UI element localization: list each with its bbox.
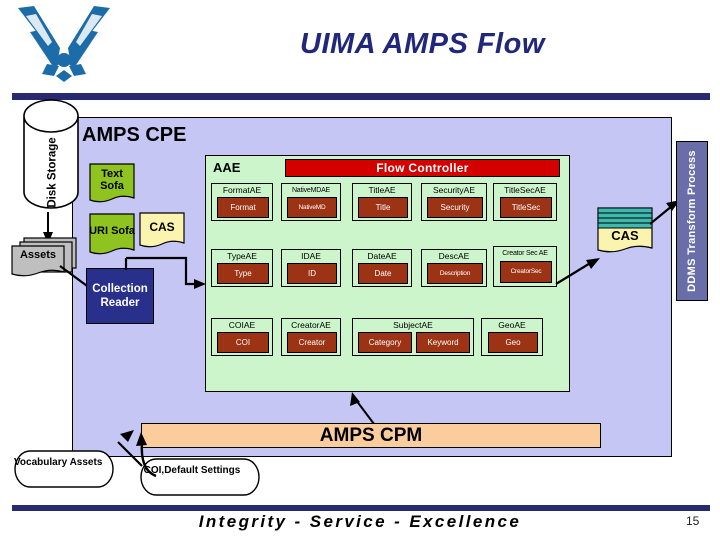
- cas-left-label: CAS: [149, 220, 175, 234]
- assets-stack: [11, 237, 77, 277]
- ae-cell-typeae[interactable]: TypeAE Type: [211, 249, 273, 287]
- annotator-box[interactable]: Geo: [488, 332, 538, 353]
- ae-cell-creatorae[interactable]: CreatorAE Creator: [281, 318, 341, 356]
- header-divider: [12, 93, 710, 100]
- cas-note-right: [597, 207, 653, 253]
- arrow-vocabulary-to-cpm: [117, 430, 143, 467]
- aae-label: AAE: [213, 160, 241, 175]
- annotator-box[interactable]: TitleSec: [500, 197, 552, 218]
- annotator-box[interactable]: Type: [217, 263, 269, 284]
- ae-cell-geoae[interactable]: GeoAE Geo: [481, 318, 543, 356]
- annotator-box[interactable]: Description: [427, 263, 483, 284]
- ae-title: COIAE: [228, 320, 256, 330]
- vocabulary-assets-label: Vocabulary Assets: [14, 457, 103, 468]
- ae-cell-dateae[interactable]: DateAE Date: [352, 249, 412, 287]
- coi-default-settings-label: COI,Default Settings: [143, 465, 241, 476]
- cas-right-label: CAS: [611, 228, 639, 243]
- ddms-transform-process-box[interactable]: DDMS Transform Process: [676, 141, 708, 301]
- us-air-force-logo: [18, 6, 110, 82]
- coi-default-settings-cylinder: [140, 458, 260, 496]
- annotator-box[interactable]: Creator: [287, 332, 337, 353]
- ae-title: CreatorAE: [291, 320, 331, 330]
- ae-title: GeoAE: [498, 320, 526, 330]
- ae-cell-titlesecae[interactable]: TitleSecAE TitleSec: [493, 183, 557, 221]
- text-sofa-label: Text Sofa: [100, 168, 124, 192]
- page-title: UIMA AMPS Flow: [300, 28, 545, 60]
- annotator-box[interactable]: Security: [427, 197, 483, 218]
- arrow-coi-settings-to-cpm: [136, 432, 157, 478]
- footer-divider: [12, 505, 710, 511]
- flow-controller-bar[interactable]: Flow Controller: [285, 159, 560, 177]
- annotator-box-category[interactable]: Category: [358, 332, 412, 353]
- uri-sofa-note: [89, 213, 135, 255]
- disk-storage-cylinder: [23, 99, 79, 209]
- ae-cell-securityae[interactable]: SecurityAE Security: [421, 183, 487, 221]
- annotator-box[interactable]: CreatorSec: [500, 261, 552, 283]
- ae-title: DescAE: [438, 251, 470, 261]
- arrow-cas-to-aae: [126, 256, 206, 289]
- annotator-box[interactable]: ID: [287, 263, 337, 284]
- ae-cell-coiae[interactable]: COIAE COI: [211, 318, 273, 356]
- arrow-aae-to-cas: [555, 258, 600, 285]
- vocabulary-assets-cylinder: [14, 450, 114, 488]
- footer-motto: Integrity - Service - Excellence: [198, 512, 522, 531]
- arrow-aae-to-cpm: [350, 392, 375, 425]
- ae-title: TitleSecAE: [504, 185, 546, 195]
- annotator-box[interactable]: Title: [358, 197, 408, 218]
- disk-storage-label: Disk Storage: [25, 130, 81, 214]
- ae-title: IDAE: [301, 251, 321, 261]
- ae-cell-nativemdae[interactable]: NativeMDAE NativeMD: [281, 183, 341, 221]
- ae-cell-subjectae[interactable]: SubjectAE Category Keyword: [352, 318, 474, 356]
- ae-cell-idae[interactable]: IDAE ID: [281, 249, 341, 287]
- amps-cpm-bar[interactable]: AMPS CPM: [141, 423, 601, 448]
- ae-title: DateAE: [367, 251, 397, 261]
- annotator-box[interactable]: NativeMD: [287, 197, 337, 218]
- annotator-box[interactable]: Date: [358, 263, 408, 284]
- ae-cell-formatae[interactable]: FormatAE Format: [211, 183, 273, 221]
- connector-uri-sofa-reader: [124, 258, 128, 270]
- assets-label: Assets: [19, 249, 57, 261]
- ae-title: NativeMDAE: [291, 187, 331, 194]
- ddms-label: DDMS Transform Process: [686, 150, 698, 292]
- uri-sofa-label: URI Sofa: [89, 225, 135, 237]
- page-number: 15: [686, 514, 700, 528]
- collection-reader-box[interactable]: Collection Reader: [86, 268, 154, 324]
- annotator-box[interactable]: Format: [217, 197, 269, 218]
- text-sofa-note: [89, 163, 135, 203]
- cas-note-left: [139, 212, 185, 248]
- annotator-box[interactable]: COI: [217, 332, 269, 353]
- ae-title: Creator Sec AE: [502, 250, 548, 257]
- ae-cell-descae[interactable]: DescAE Description: [421, 249, 487, 287]
- disk-storage-text: Disk Storage: [46, 136, 59, 208]
- ae-title: TypeAE: [227, 251, 257, 261]
- ae-cell-creatorsecae[interactable]: Creator Sec AE CreatorSec: [493, 246, 557, 287]
- ae-title: SubjectAE: [393, 320, 433, 330]
- ae-title: SecurityAE: [432, 185, 476, 195]
- ae-cell-titleae[interactable]: TitleAE Title: [352, 183, 412, 221]
- annotator-box-keyword[interactable]: Keyword: [416, 332, 470, 353]
- ae-title: TitleAE: [368, 185, 396, 195]
- amps-cpe-title: AMPS CPE: [82, 124, 187, 146]
- ae-title: FormatAE: [222, 185, 262, 195]
